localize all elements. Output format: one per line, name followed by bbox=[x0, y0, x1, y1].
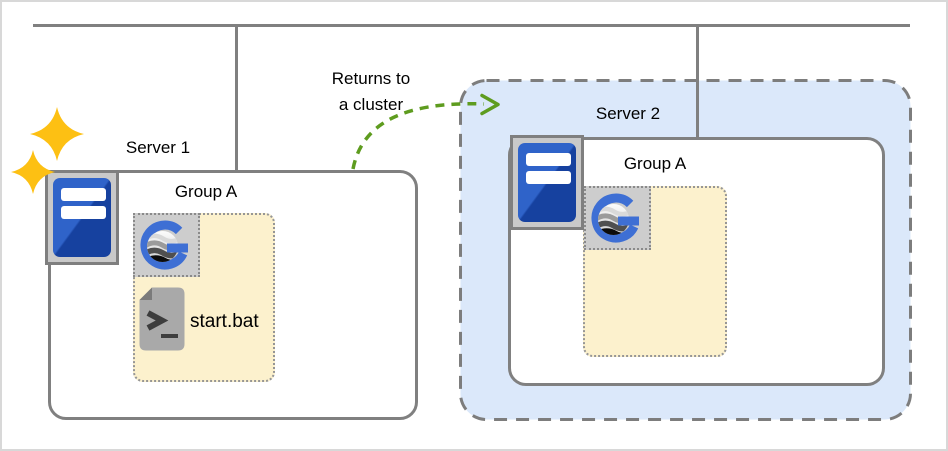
server1-label: Server 1 bbox=[125, 138, 191, 157]
server-icon-art bbox=[510, 135, 584, 230]
goanywhere-icon-art bbox=[586, 188, 649, 248]
return-arrow-head bbox=[480, 93, 500, 116]
server1-group-a-label: Group A bbox=[174, 182, 238, 201]
server-icon bbox=[510, 135, 584, 230]
return-arrow-label: Returns to a cluster bbox=[286, 66, 456, 118]
return-arrow-label-line2: a cluster bbox=[338, 95, 404, 114]
goanywhere-icon bbox=[584, 186, 651, 250]
terminal-file-icon bbox=[139, 287, 185, 351]
server2-label: Server 2 bbox=[595, 104, 661, 123]
sparkles-icon bbox=[11, 107, 84, 194]
return-arrow-curve bbox=[351, 102, 485, 170]
script-file-label: start.bat bbox=[190, 311, 259, 332]
goanywhere-icon-art bbox=[135, 215, 198, 275]
goanywhere-icon bbox=[133, 213, 200, 277]
return-arrow-label-line1: Returns to bbox=[331, 69, 411, 88]
server2-group-a-label: Group A bbox=[623, 154, 687, 173]
